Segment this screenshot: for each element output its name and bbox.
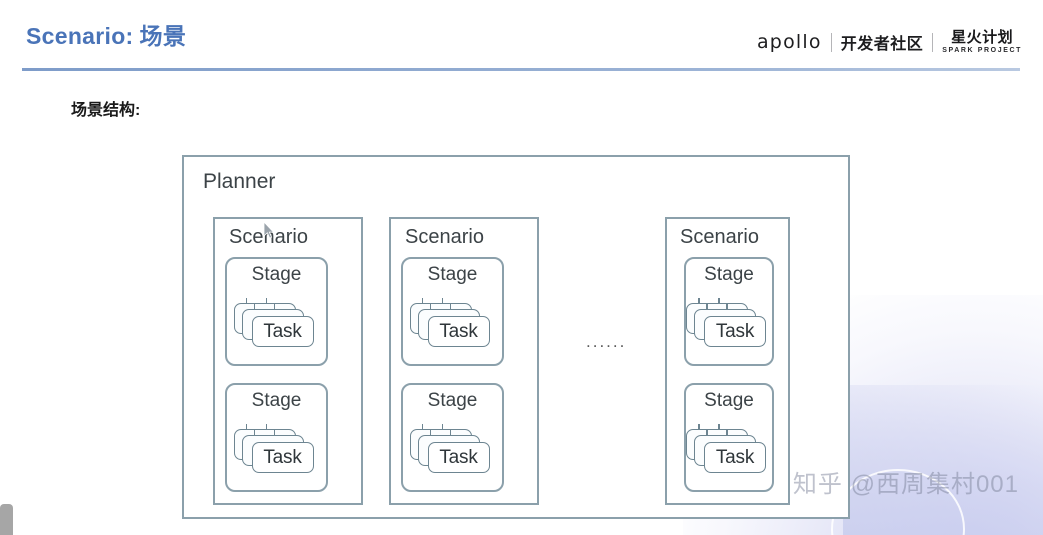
section-heading: 场景结构: bbox=[71, 102, 141, 119]
stage-label: Stage bbox=[427, 390, 478, 411]
task-stack-icon: Task bbox=[409, 424, 496, 475]
corner-glow-secondary-decoration bbox=[843, 385, 1043, 535]
task-tick-icon bbox=[245, 424, 248, 430]
task-tick-icon bbox=[429, 304, 432, 310]
stage-label: Stage bbox=[427, 264, 478, 285]
stage-box: Stage Task bbox=[401, 257, 504, 366]
scenario-ellipsis: ...... bbox=[586, 332, 627, 351]
task-tick-icon bbox=[718, 424, 720, 430]
task-tick-icon bbox=[441, 298, 444, 304]
planner-label: Planner bbox=[203, 170, 276, 193]
stage-label: Stage bbox=[251, 264, 302, 285]
task-tick-icon bbox=[265, 424, 268, 430]
spark-project-label-en: SPARK PROJECT bbox=[942, 47, 1022, 54]
task-stack-icon: Task bbox=[686, 424, 772, 475]
page-title: Scenario:场景 bbox=[26, 17, 186, 51]
task-tick-icon bbox=[706, 304, 708, 310]
stage-box: Stage Task bbox=[684, 257, 774, 366]
stage-label: Stage bbox=[704, 390, 754, 411]
task-label: Task bbox=[715, 446, 755, 468]
task-label: Task bbox=[439, 320, 478, 342]
apollo-brand-wordmark: apollo bbox=[756, 31, 822, 53]
task-tick-icon bbox=[441, 424, 444, 430]
task-tick-icon bbox=[245, 298, 248, 304]
logo-divider-1 bbox=[830, 32, 832, 52]
task-tick-icon bbox=[421, 424, 424, 430]
task-tick-icon bbox=[429, 430, 432, 436]
spark-project-logo: 星火计划 SPARK PROJECT bbox=[942, 30, 1022, 54]
scenario-row: Scenario Stage Task Stage bbox=[184, 157, 848, 517]
page-title-en: Scenario: bbox=[26, 23, 134, 49]
scenario-label: Scenario bbox=[405, 226, 484, 248]
task-tick-icon bbox=[726, 430, 728, 436]
apollo-logo-lockup: apollo 开发者社区 星火计划 SPARK PROJECT bbox=[757, 30, 1022, 54]
scenario-label: Scenario bbox=[680, 226, 759, 248]
stage-box: Stage Task bbox=[401, 383, 504, 492]
task-label: Task bbox=[263, 320, 302, 342]
task-tick-icon bbox=[449, 430, 452, 436]
task-label: Task bbox=[263, 446, 302, 468]
stage-label: Stage bbox=[251, 390, 302, 411]
task-card-front bbox=[251, 442, 314, 473]
logo-divider-2 bbox=[932, 32, 934, 52]
task-label: Task bbox=[715, 320, 755, 342]
header-divider-rule bbox=[22, 68, 1020, 71]
task-card-front bbox=[427, 442, 490, 473]
task-card-front bbox=[251, 316, 314, 347]
planner-container: Planner Scenario Stage Task Stage bbox=[182, 155, 850, 519]
task-stack-icon: Task bbox=[686, 298, 772, 349]
scrollbar-thumb[interactable] bbox=[0, 504, 13, 535]
stage-box: Stage Task bbox=[684, 383, 774, 492]
task-tick-icon bbox=[726, 304, 728, 310]
task-tick-icon bbox=[706, 430, 708, 436]
stage-box: Stage Task bbox=[225, 257, 328, 366]
watermark-text: 知乎 @西周集村001 bbox=[792, 471, 1019, 498]
task-label: Task bbox=[439, 446, 478, 468]
spark-project-label-cn: 星火计划 bbox=[951, 29, 1014, 46]
scenario-box-2: Scenario Stage Task Stage bbox=[389, 217, 539, 505]
task-tick-icon bbox=[273, 430, 276, 436]
scenario-label: Scenario bbox=[229, 226, 308, 248]
task-tick-icon bbox=[698, 424, 700, 430]
task-tick-icon bbox=[449, 304, 452, 310]
task-tick-icon bbox=[253, 430, 256, 436]
scenario-box-3: Scenario Stage Task Stage bbox=[665, 217, 790, 505]
stage-label: Stage bbox=[704, 264, 754, 285]
task-stack-icon: Task bbox=[233, 298, 320, 349]
task-tick-icon bbox=[718, 298, 720, 304]
task-tick-icon bbox=[698, 298, 700, 304]
task-stack-icon: Task bbox=[233, 424, 320, 475]
task-tick-icon bbox=[273, 304, 276, 310]
task-card-front bbox=[427, 316, 490, 347]
developer-community-label: 开发者社区 bbox=[840, 36, 924, 53]
stage-box: Stage Task bbox=[225, 383, 328, 492]
task-tick-icon bbox=[265, 298, 268, 304]
task-tick-icon bbox=[421, 298, 424, 304]
task-tick-icon bbox=[253, 304, 256, 310]
scenario-box-1: Scenario Stage Task Stage bbox=[213, 217, 363, 505]
page-title-cn: 场景 bbox=[139, 23, 187, 49]
task-stack-icon: Task bbox=[409, 298, 496, 349]
